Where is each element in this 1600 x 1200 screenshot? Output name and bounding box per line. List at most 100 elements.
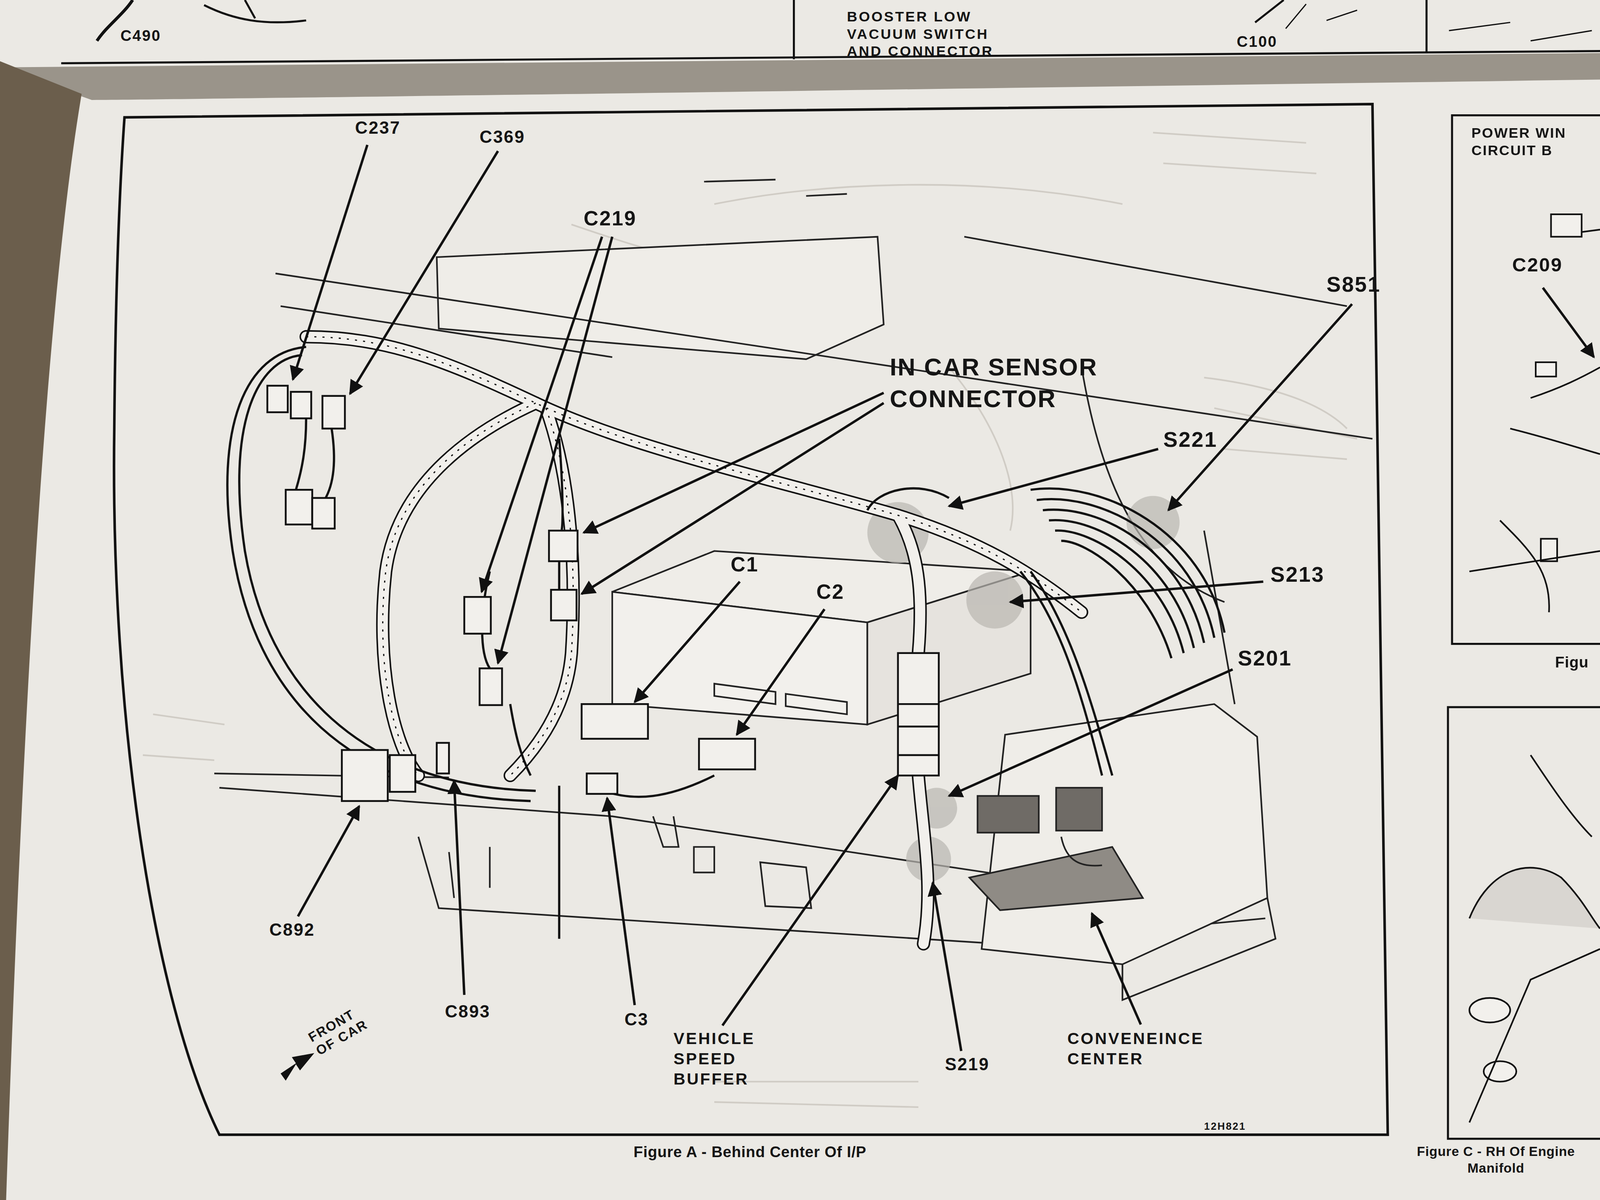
upper-page-frames bbox=[61, 0, 1600, 64]
wire-harness bbox=[382, 403, 536, 776]
connectors bbox=[436, 742, 450, 774]
console bbox=[1061, 836, 1102, 866]
splice-shading bbox=[966, 571, 1024, 629]
dash-structure bbox=[703, 179, 1347, 307]
upper-page-frames bbox=[203, 0, 1284, 23]
connector-callout: C490 bbox=[120, 26, 161, 46]
figure-frame bbox=[113, 103, 1388, 1135]
figure-title: BOOSTER LOW VACUUM SWITCH AND CONNECTOR bbox=[846, 8, 1026, 61]
connector-callout: C369 bbox=[479, 127, 526, 149]
upper-page-frames bbox=[61, 51, 1600, 64]
upper-page-frames bbox=[1425, 0, 1428, 54]
leader-arrows bbox=[736, 609, 825, 735]
module-box bbox=[714, 683, 847, 715]
wire-harness bbox=[305, 336, 1082, 945]
connector-callout: C2 bbox=[816, 579, 845, 605]
component-callout: IN CAR SENSOR CONNECTOR bbox=[889, 351, 1150, 415]
splice-callout: S221 bbox=[1163, 426, 1218, 453]
figure-code: 12H821 bbox=[1203, 1120, 1247, 1133]
splice-callout: S851 bbox=[1326, 271, 1381, 298]
connectors bbox=[389, 755, 416, 793]
wires bbox=[296, 418, 307, 490]
dash-structure bbox=[694, 846, 812, 908]
console bbox=[1122, 898, 1276, 1000]
wire-harness bbox=[918, 775, 928, 944]
console bbox=[977, 796, 1039, 833]
right-panel-sketch bbox=[1469, 755, 1600, 1123]
connector-callout: C100 bbox=[1236, 32, 1278, 52]
leader-arrows bbox=[1168, 303, 1352, 510]
connectors bbox=[586, 773, 618, 794]
wire-harness bbox=[918, 775, 928, 944]
connectors bbox=[312, 498, 335, 529]
connector-callout: C237 bbox=[355, 118, 401, 140]
connector-callout: C892 bbox=[269, 920, 316, 942]
page-shadow bbox=[0, 53, 1600, 100]
wires bbox=[1055, 530, 1184, 654]
component-callout: VEHICLE SPEED BUFFER bbox=[673, 1028, 776, 1090]
right-panel-sketch bbox=[1469, 867, 1600, 929]
ghost-print bbox=[714, 132, 1317, 204]
wires bbox=[1030, 571, 1113, 776]
right-panel-sketch bbox=[1469, 998, 1511, 1023]
panel-heading: POWER WIN CIRCUIT B bbox=[1471, 124, 1586, 159]
connectors bbox=[698, 738, 755, 770]
splice-shading bbox=[867, 496, 1180, 882]
module-box bbox=[612, 551, 1031, 725]
connectors bbox=[341, 750, 388, 802]
connectors bbox=[479, 668, 503, 706]
leader-arrows bbox=[948, 669, 1233, 797]
figure-caption: Figure A - Behind Center Of I/P bbox=[112, 1142, 1388, 1162]
wires bbox=[1061, 540, 1172, 659]
connectors bbox=[290, 391, 312, 419]
console bbox=[1055, 787, 1102, 831]
connectors bbox=[548, 530, 578, 562]
dash-structure bbox=[448, 816, 679, 899]
front-arrow bbox=[280, 1053, 315, 1081]
module-box bbox=[612, 591, 868, 725]
front-arrow bbox=[280, 1053, 315, 1081]
leader-arrows bbox=[581, 403, 884, 595]
leader-arrows bbox=[932, 882, 962, 1051]
leader-arrows bbox=[498, 236, 613, 664]
connector-callout: C219 bbox=[583, 205, 637, 231]
wire-harness bbox=[898, 515, 921, 654]
connector-callout: C3 bbox=[624, 1010, 649, 1032]
ghost-print bbox=[1203, 377, 1358, 460]
module-box bbox=[867, 571, 1031, 725]
connector-callout: C209 bbox=[1512, 253, 1563, 277]
upper-page-frames bbox=[792, 0, 795, 60]
connectors bbox=[898, 703, 939, 756]
console bbox=[969, 703, 1276, 1000]
wire-harness bbox=[898, 515, 921, 654]
wire-harness bbox=[382, 403, 536, 776]
figure-panel: Figure A - Behind Center Of I/P bbox=[112, 107, 1388, 1133]
leader-arrows bbox=[292, 144, 1595, 1051]
leader-arrows bbox=[1010, 581, 1264, 602]
connectors bbox=[322, 396, 346, 429]
connectors bbox=[898, 653, 939, 776]
right-panel-sketch bbox=[1535, 362, 1556, 377]
wires bbox=[239, 355, 536, 791]
wire-harness bbox=[305, 336, 1082, 945]
wire-harness bbox=[382, 403, 536, 776]
connector-callout: C893 bbox=[444, 1001, 491, 1024]
leader-arrows bbox=[607, 798, 635, 1006]
connectors bbox=[285, 489, 313, 525]
right-panel-sketch bbox=[1469, 214, 1600, 1123]
console bbox=[969, 846, 1143, 910]
leader-arrows bbox=[1542, 287, 1595, 358]
right-panel-sketch bbox=[1510, 229, 1600, 455]
leader-arrows bbox=[634, 581, 740, 702]
wires bbox=[559, 438, 563, 593]
splice-callout: S213 bbox=[1270, 561, 1325, 588]
leader-arrows bbox=[350, 151, 499, 395]
right-panel-sketch bbox=[1469, 520, 1600, 612]
leader-arrows bbox=[481, 236, 602, 593]
figure-caption: Figu bbox=[1555, 653, 1589, 672]
right-panel-sketch bbox=[1551, 214, 1582, 237]
